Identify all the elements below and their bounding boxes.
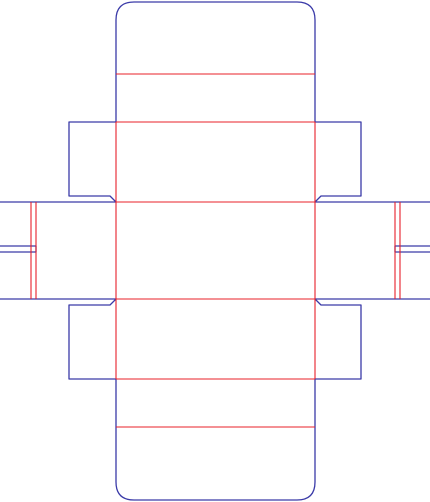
bottom-tuck-flap-cut <box>115 378 316 501</box>
lower-left-dust-flap-cut <box>68 298 117 380</box>
upper-right-dust-flap-cut <box>314 121 362 203</box>
fold-lines <box>30 73 401 428</box>
right-side-panel-cut <box>314 201 430 300</box>
upper-left-dust-flap-cut <box>68 121 117 203</box>
left-side-panel-cut <box>0 201 117 300</box>
top-tuck-flap-cut <box>115 1 316 123</box>
lower-right-dust-flap-cut <box>314 298 362 380</box>
